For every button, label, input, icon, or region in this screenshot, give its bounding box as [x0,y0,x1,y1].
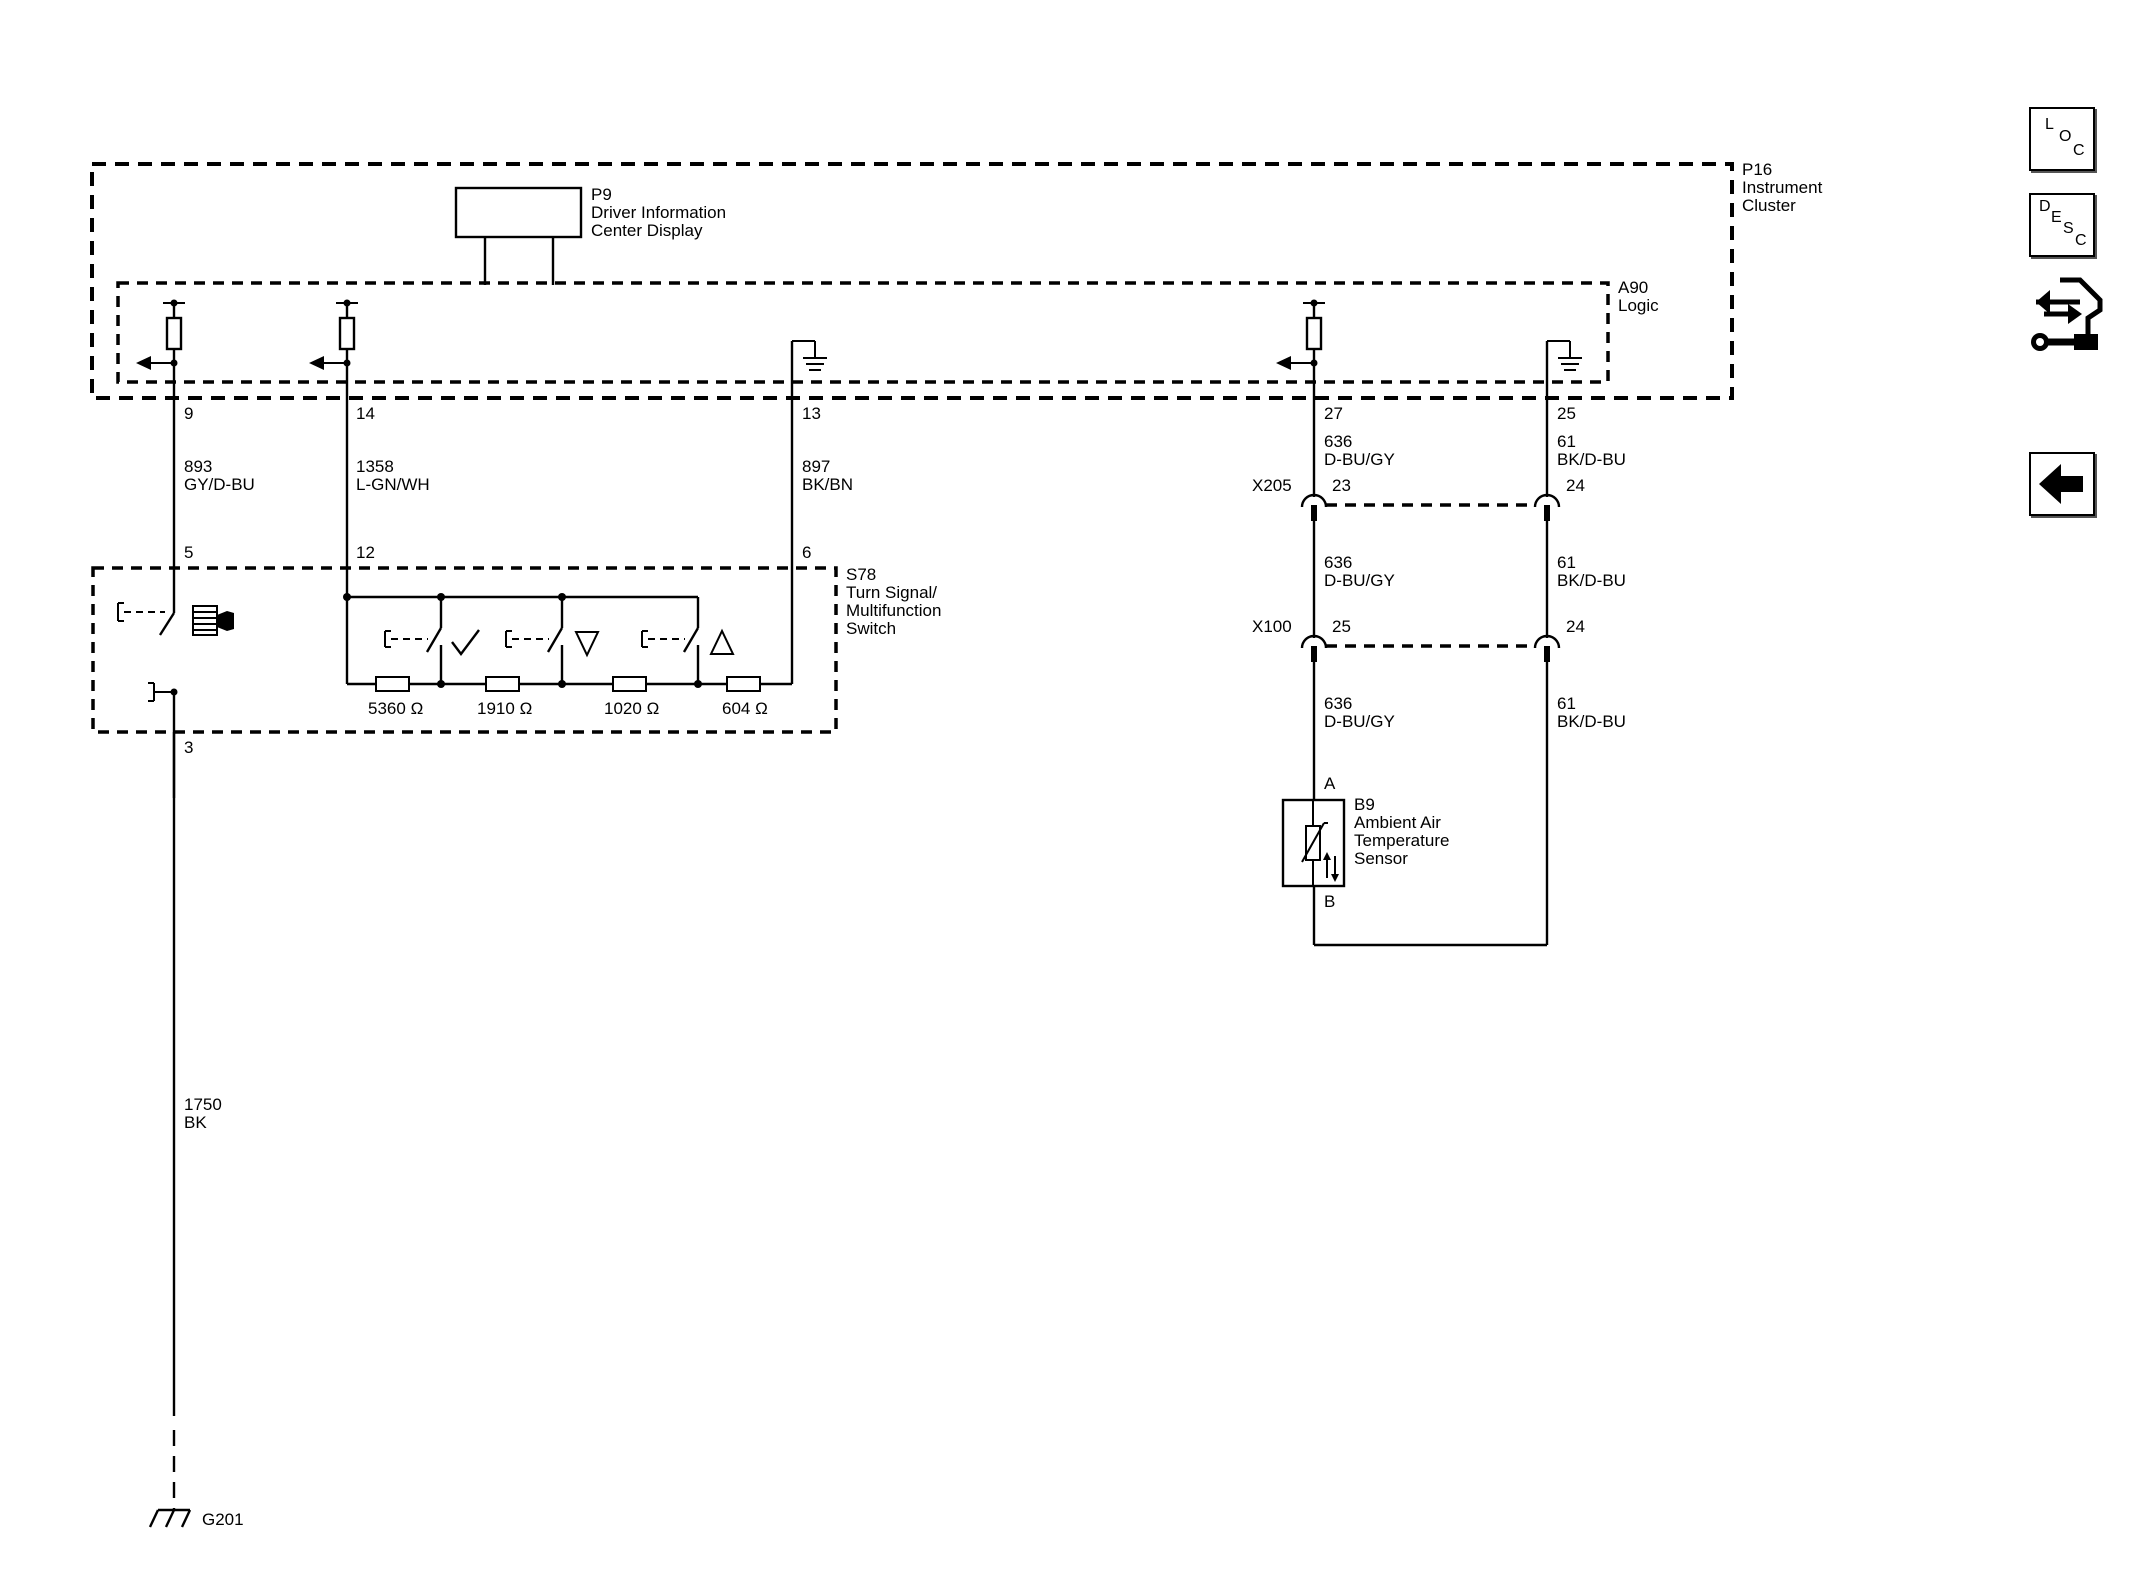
resistor-1910-label: 1910 Ω [477,699,532,718]
connector-wrench-icon[interactable] [2030,276,2104,354]
wire-61-lower-color: BK/D-BU [1557,712,1626,731]
resistor-604-label: 604 Ω [722,699,768,718]
p16-pin-14: 14 [356,404,375,423]
x100-connector [1300,634,1561,662]
wire-636-middle-color: D-BU/GY [1324,571,1395,590]
wire-636-lower-circuit: 636 [1324,694,1352,713]
a90-name: Logic [1618,296,1659,315]
b9-pin-b: B [1324,892,1335,911]
resistor-604 [726,676,761,692]
b9-id: B9 [1354,795,1375,814]
wire-61-upper-color: BK/D-BU [1557,450,1626,469]
p9-driver-information-display [454,186,583,239]
wire-897-circuit: 897 [802,457,830,476]
wire-1358-circuit: 1358 [356,457,394,476]
wire-893-color: GY/D-BU [184,475,255,494]
b9-pin-a: A [1324,774,1336,793]
p16-pin-9: 9 [184,404,193,423]
s78-pin-12: 12 [356,543,375,562]
x205-pin-23: 23 [1332,476,1351,495]
wire-636-upper-circuit: 636 [1324,432,1352,451]
wire-636-upper-color: D-BU/GY [1324,450,1395,469]
wire-636-lower-color: D-BU/GY [1324,712,1395,731]
s78-turn-signal-switch-outline [91,566,838,734]
s78-switch-down [505,627,600,684]
wire-1750-circuit: 1750 [184,1095,222,1114]
p16-instrument-cluster-outline [90,162,1734,400]
x100-pin-25: 25 [1332,617,1351,636]
wire-61-middle-circuit: 61 [1557,553,1576,572]
p16-pin-13: 13 [802,404,821,423]
resistor-1020 [612,676,647,692]
back-arrow-icon [2039,464,2083,504]
s78-headlamp-flash-switch [117,602,178,798]
desc-button[interactable]: D E S C [2029,193,2095,257]
resistor-5360 [375,676,410,692]
a90-ground-pin-25 [1545,340,1582,398]
g201-label: G201 [202,1510,244,1529]
wire-1358-color: L-GN/WH [356,475,430,494]
s78-pin-5: 5 [184,543,193,562]
s78-switch-up [641,627,735,684]
x205-pin-24: 24 [1566,476,1585,495]
s78-pin-6: 6 [802,543,811,562]
a90-circuit-pin-27 [1276,299,1325,398]
p16-pin-27: 27 [1324,404,1343,423]
wire-61-upper-circuit: 61 [1557,432,1576,451]
headlamp-high-beam-icon [192,605,234,636]
a90-circuit-pin-9 [136,299,185,398]
a90-ground-pin-13 [790,340,827,398]
triangle-down-icon [574,631,600,658]
b9-ambient-air-temperature-sensor [1281,798,1346,888]
wire-636-middle-circuit: 636 [1324,553,1352,572]
back-button[interactable] [2029,452,2095,516]
x205-connector [1300,493,1561,521]
resistor-5360-label: 5360 Ω [368,699,423,718]
triangle-up-icon [709,628,735,655]
s78-id: S78 [846,565,876,584]
resistor-1910 [485,676,520,692]
s78-switch-select [384,627,480,684]
wire-893-circuit: 893 [184,457,212,476]
checkmark-icon [451,629,480,656]
wire-1750-color: BK [184,1113,207,1132]
s78-pin-3: 3 [184,738,193,757]
chassis-ground-icon [148,1508,192,1528]
a90-logic-outline [116,281,1610,384]
p16-pin-25: 25 [1557,404,1576,423]
wire-61-middle-color: BK/D-BU [1557,571,1626,590]
x205-label: X205 [1252,476,1292,495]
a90-circuit-pin-14 [309,299,358,398]
loc-button[interactable]: L O C [2029,107,2095,171]
wire-897-color: BK/BN [802,475,853,494]
p9-id: P9 [591,185,612,204]
resistor-1020-label: 1020 Ω [604,699,659,718]
wire-61-lower-circuit: 61 [1557,694,1576,713]
x100-pin-24: 24 [1566,617,1585,636]
a90-id: A90 [1618,278,1648,297]
x100-label: X100 [1252,617,1292,636]
p16-id: P16 [1742,160,1772,179]
